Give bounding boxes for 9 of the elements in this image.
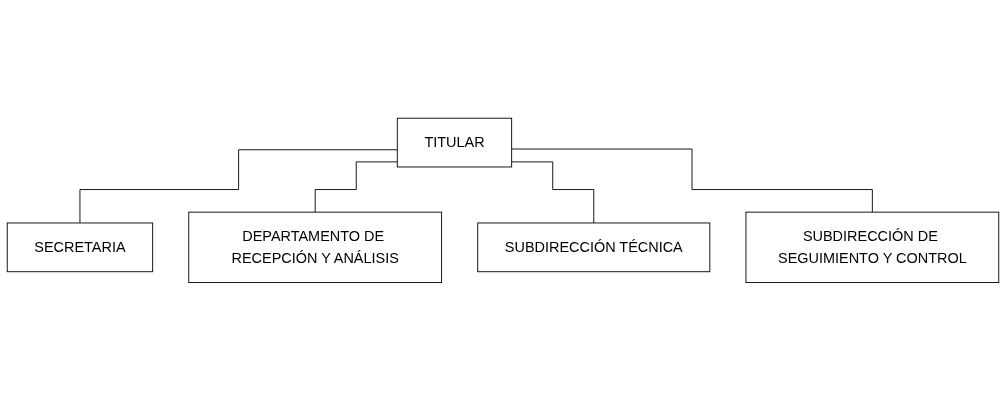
node-box: SECRETARIA xyxy=(6,222,154,272)
connector xyxy=(511,148,873,213)
connector xyxy=(511,161,595,223)
connector xyxy=(314,161,398,213)
node-box: TITULAR xyxy=(396,117,513,168)
node-box: SUBDIRECCIÓN TÉCNICA xyxy=(477,222,711,272)
connector xyxy=(79,148,398,223)
node-box: DEPARTAMENTO DE RECEPCIÓN Y ANÁLISIS xyxy=(188,211,443,283)
node-box: SUBDIRECCIÓN DE SEGUIMIENTO Y CONTROL xyxy=(745,211,1000,283)
